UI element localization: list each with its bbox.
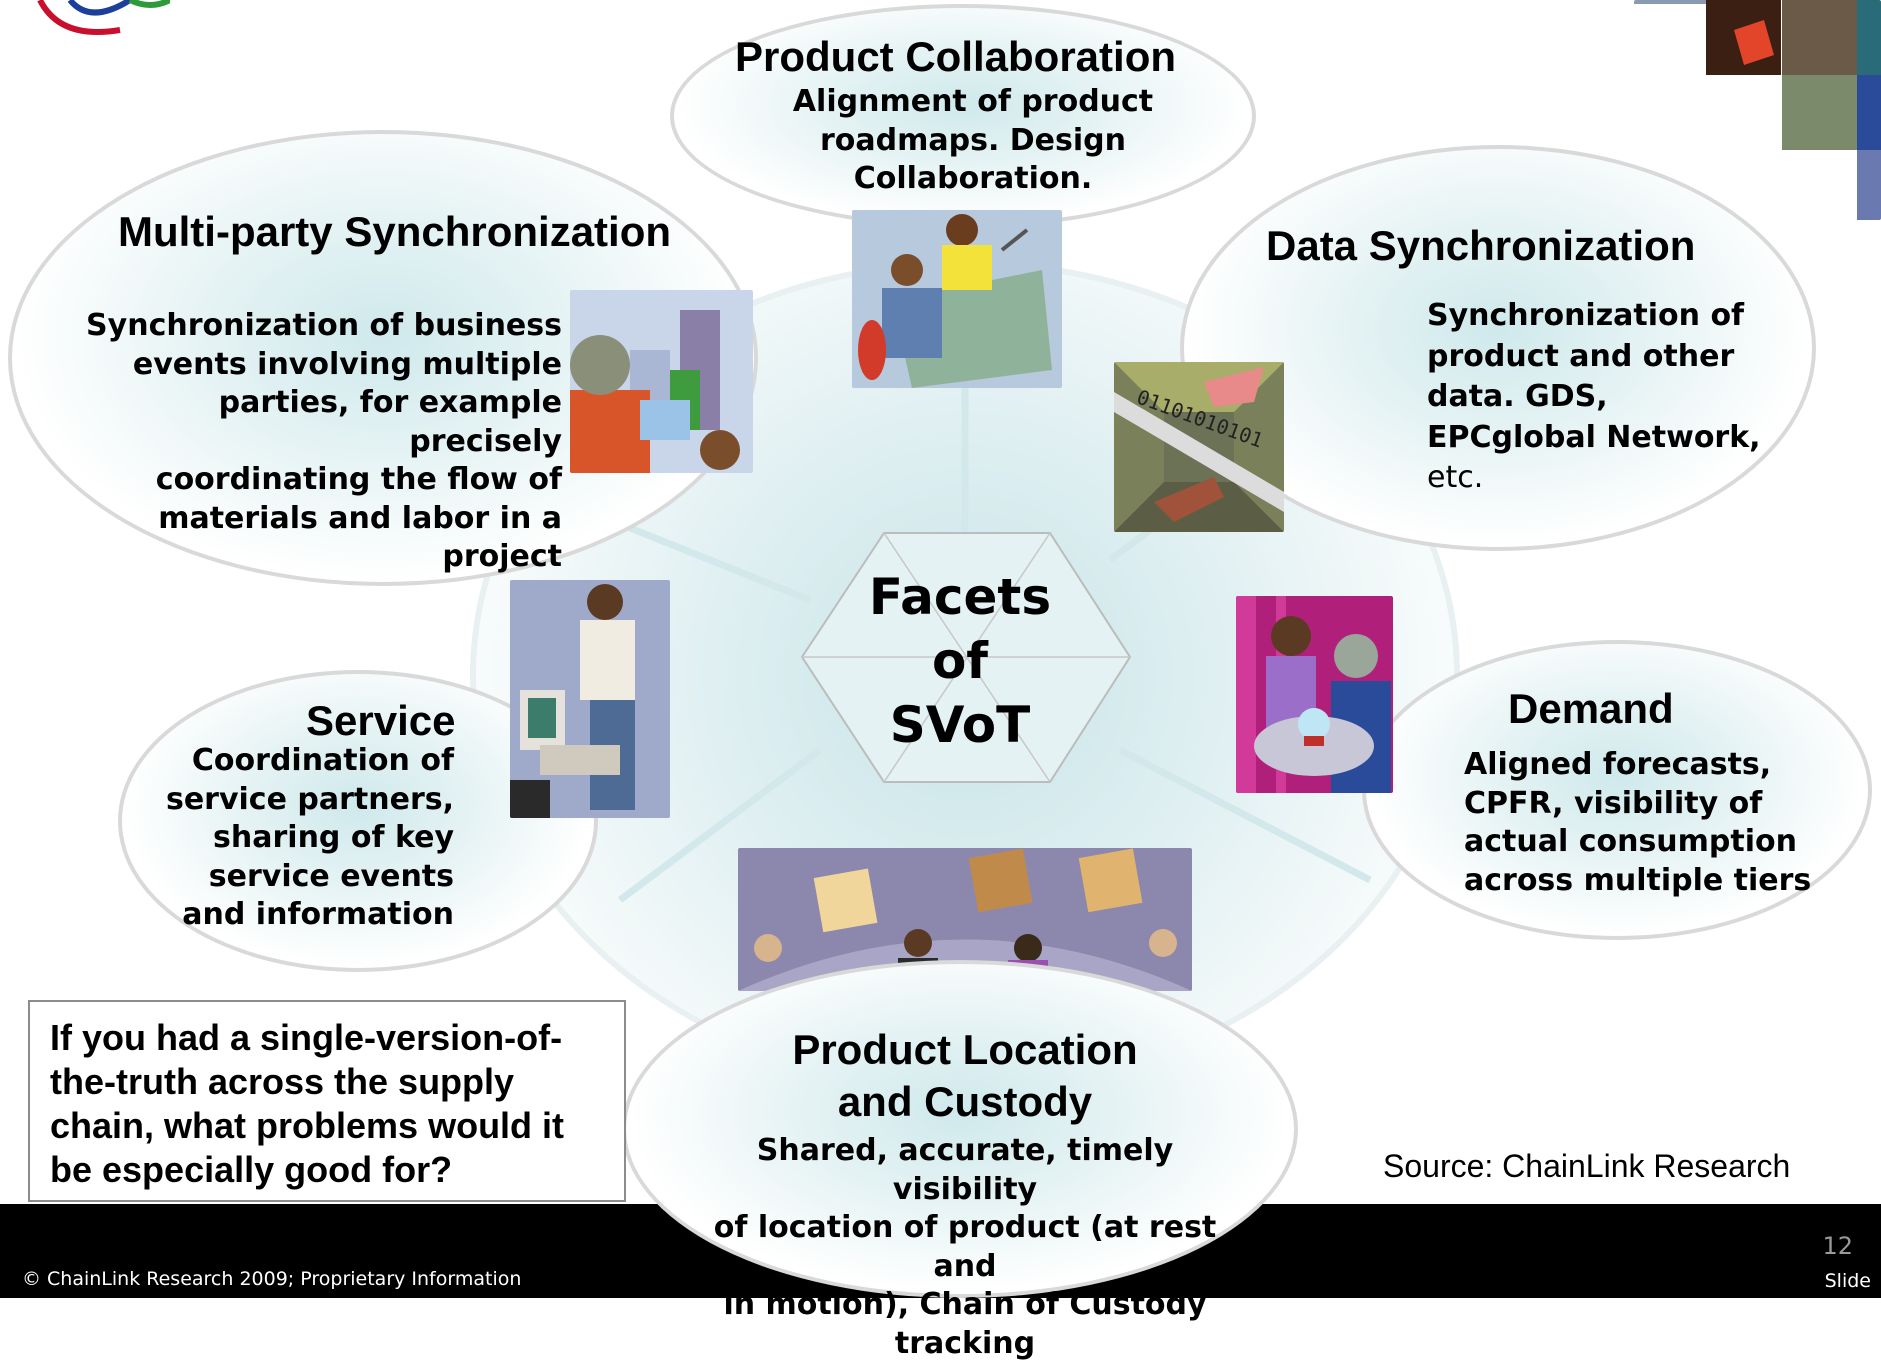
question-line: chain, what problems would it	[50, 1104, 604, 1148]
photo-collage	[1634, 0, 1881, 220]
desc-line: CPFR, visibility of	[1464, 785, 1844, 824]
desc-line: project	[60, 538, 562, 577]
desc-line: product and other	[1427, 337, 1787, 378]
desc-line: Coordination of	[150, 742, 454, 781]
question-line: the-truth across the supply	[50, 1060, 604, 1104]
product-location-desc: Shared, accurate, timely visibility of l…	[680, 1132, 1250, 1363]
desc-line: data. GDS,	[1427, 377, 1787, 418]
clipart-technician	[510, 580, 670, 818]
desc-line: of location of product (at rest and	[680, 1209, 1250, 1286]
desc-line: coordinating the flow of	[60, 461, 562, 500]
title-line: Product Location	[720, 1024, 1210, 1076]
product-collaboration-desc: Alignment of product roadmaps. Design Co…	[760, 83, 1186, 199]
desc-line: Collaboration.	[760, 160, 1186, 199]
clipart-fortune-teller	[1236, 596, 1393, 793]
product-location-title: Product Location and Custody	[720, 1024, 1210, 1128]
copyright-text: © ChainLink Research 2009; Proprietary I…	[22, 1268, 521, 1290]
question-line: If you had a single-version-of-	[50, 1016, 604, 1060]
service-desc: Coordination of service partners, sharin…	[150, 742, 454, 935]
clipart-construction	[570, 290, 753, 473]
title-line: and Custody	[720, 1076, 1210, 1128]
desc-line: and information	[150, 896, 454, 935]
center-line-1: Facets	[840, 565, 1080, 629]
service-title: Service	[306, 697, 455, 745]
desc-line: events involving multiple	[60, 346, 562, 385]
desc-line: Synchronization of business	[60, 307, 562, 346]
desc-line: service partners,	[150, 781, 454, 820]
desc-line: service events	[150, 858, 454, 897]
demand-title: Demand	[1508, 685, 1674, 733]
desc-line: Shared, accurate, timely visibility	[680, 1132, 1250, 1209]
demand-desc: Aligned forecasts, CPFR, visibility of a…	[1464, 746, 1844, 900]
slide-number: 12	[1822, 1232, 1853, 1260]
desc-line: Alignment of product	[760, 83, 1186, 122]
center-line-2: of	[840, 629, 1080, 693]
desc-line: sharing of key	[150, 819, 454, 858]
data-sync-title: Data Synchronization	[1266, 222, 1695, 270]
multi-party-title: Multi-party Synchronization	[118, 208, 671, 256]
center-label: Facets of SVoT	[840, 565, 1080, 757]
company-logo-icon	[30, 0, 170, 40]
desc-line: EPCglobal Network,	[1427, 418, 1787, 459]
desc-line: materials and labor in a	[60, 500, 562, 539]
question-line: be especially good for?	[50, 1148, 604, 1192]
desc-line: etc.	[1427, 458, 1787, 499]
desc-line: across multiple tiers	[1464, 862, 1844, 901]
desc-line: actual consumption	[1464, 823, 1844, 862]
desc-line: Synchronization of	[1427, 296, 1787, 337]
center-line-3: SVoT	[840, 693, 1080, 757]
desc-line: parties, for example precisely	[60, 384, 562, 461]
desc-line: roadmaps. Design	[760, 122, 1186, 161]
question-box: If you had a single-version-of- the-trut…	[28, 1000, 626, 1202]
source-text: Source: ChainLink Research	[1383, 1148, 1790, 1185]
desc-line: in motion), Chain of Custody	[680, 1286, 1250, 1325]
data-sync-desc: Synchronization of product and other dat…	[1427, 296, 1787, 499]
clipart-binary-handshake: 01101010101	[1114, 362, 1284, 532]
multi-party-desc: Synchronization of business events invol…	[60, 307, 562, 577]
desc-line: Aligned forecasts,	[1464, 746, 1844, 785]
clipart-designers	[852, 210, 1062, 388]
slide-label: Slide	[1825, 1270, 1871, 1292]
product-collaboration-title: Product Collaboration	[735, 33, 1176, 81]
desc-line: tracking	[680, 1325, 1250, 1363]
